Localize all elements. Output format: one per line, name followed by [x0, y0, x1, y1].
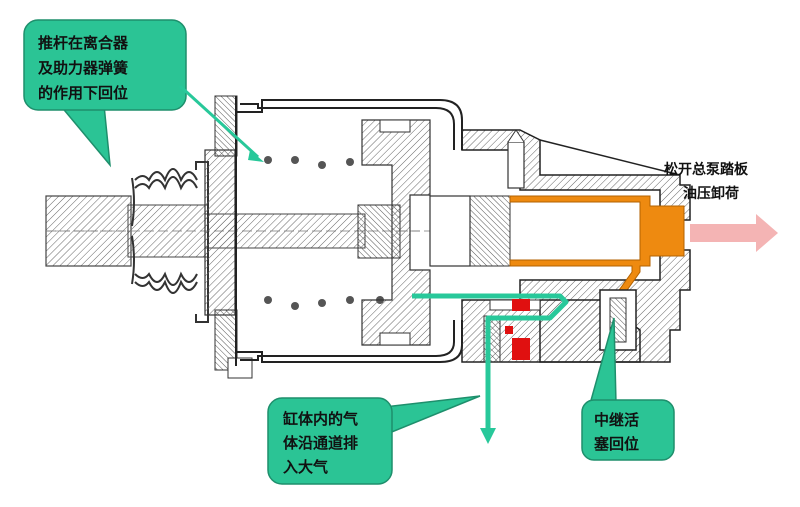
vent-passage: [412, 293, 569, 430]
callout-relay-piston: 中继活 塞回位: [581, 317, 675, 461]
callout-gas-line2: 体沿通道排: [283, 434, 358, 452]
spring-coils: [264, 156, 384, 310]
rubber-boot: [131, 161, 209, 323]
callout-pushrod-line3: 的作用下回位: [38, 84, 128, 102]
flow-label-line2: 油压卸荷: [683, 185, 739, 202]
flow-label-line1: 松开总泵踏板: [664, 161, 749, 178]
callout-cylinder-gas: 缸体内的气 体沿通道排 入大气: [267, 395, 481, 485]
flow-label: 松开总泵踏板 油压卸荷: [664, 161, 749, 202]
callout-pushrod: 推杆在离合器 及助力器弹簧 的作用下回位: [23, 19, 264, 168]
front-cover: [204, 95, 253, 379]
callout-gas-line1: 缸体内的气: [283, 410, 358, 428]
callout-relay-line1: 中继活: [594, 411, 639, 429]
callout-gas-line3: 入大气: [283, 458, 328, 476]
callout-pushrod-line1: 推杆在离合器: [38, 34, 129, 52]
callout-pushrod-line2: 及助力器弹簧: [38, 59, 128, 77]
red-seals: [505, 299, 530, 360]
vent-arrowhead: [480, 428, 496, 444]
power-piston: [357, 119, 470, 346]
callout-relay-line2: 塞回位: [594, 435, 639, 453]
oil-outflow-arrow: [690, 214, 778, 252]
